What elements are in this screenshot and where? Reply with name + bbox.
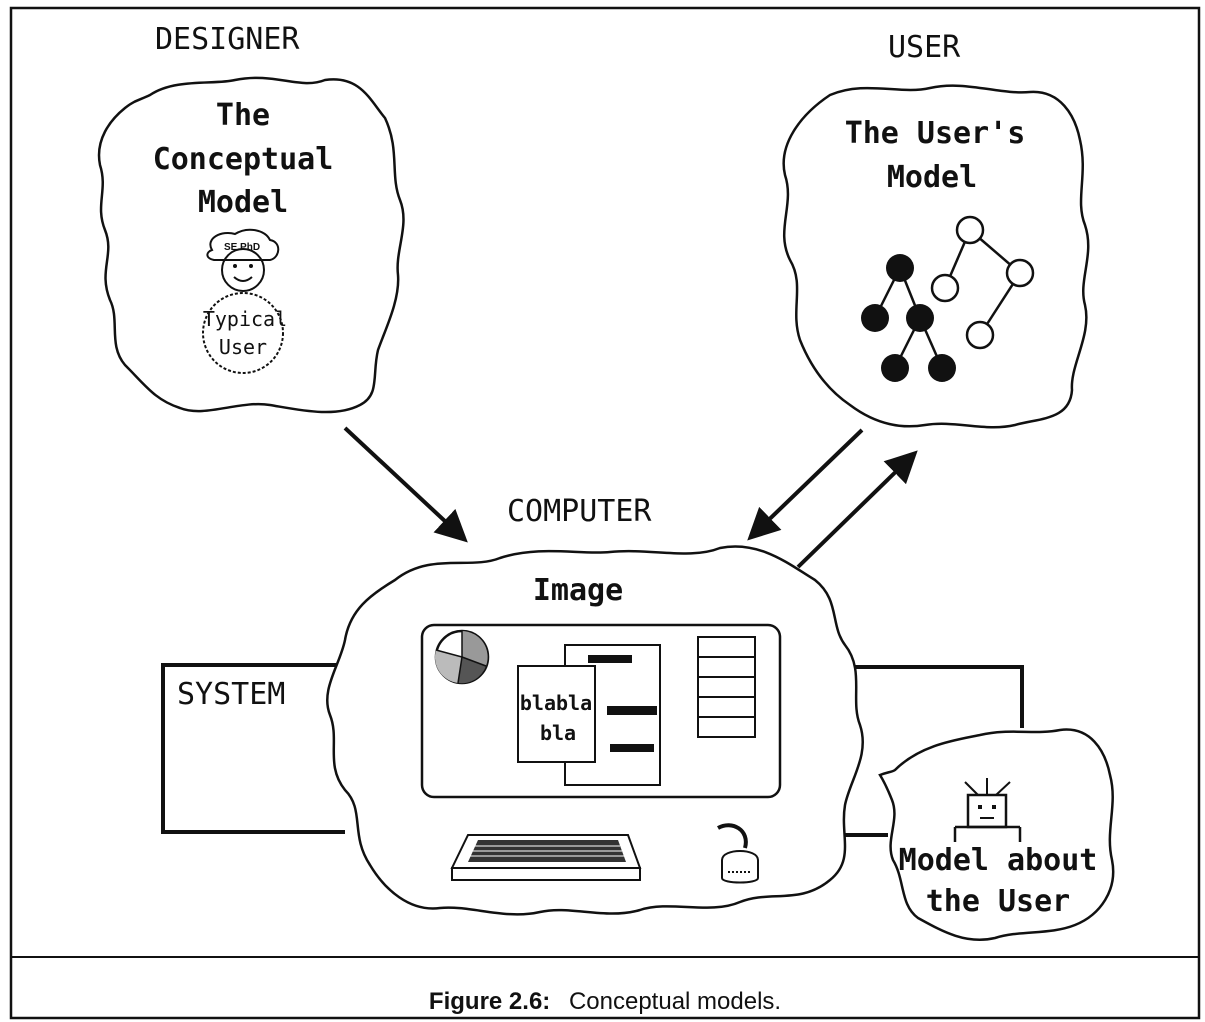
user-cloud: The User's Model xyxy=(782,84,1090,429)
designer-cloud: The Conceptual Model SE PhD Typical User xyxy=(97,76,405,414)
designer-cloud-outline xyxy=(97,76,405,414)
figure-smile xyxy=(233,276,253,282)
figure-eye-left xyxy=(233,264,237,268)
doc-line-2 xyxy=(607,706,657,715)
figure-body xyxy=(202,292,284,374)
outer-frame xyxy=(9,6,1201,1020)
doc-line-1 xyxy=(588,655,632,663)
user-label: USER xyxy=(888,30,961,65)
figure-head xyxy=(221,248,265,292)
system-label: SYSTEM xyxy=(177,677,285,712)
dark-node-right xyxy=(906,304,934,332)
keyboard-icon xyxy=(450,834,642,881)
dark-node-leaf-2 xyxy=(928,354,956,382)
system-box-right xyxy=(845,665,1024,728)
user-model-cloud-outline xyxy=(878,728,1115,942)
dark-node-leaf-1 xyxy=(881,354,909,382)
conceptual-title-line-3: Model xyxy=(198,185,288,220)
robot-icon xyxy=(953,778,1022,842)
arrow-designer-to-computer xyxy=(343,426,468,543)
user-cloud-outline xyxy=(782,84,1090,429)
user-model-cloud: Model about the User xyxy=(878,728,1115,942)
model-about-user-line-1: Model about xyxy=(899,843,1098,878)
arrow-user-to-computer xyxy=(747,428,864,541)
front-document xyxy=(517,665,596,763)
doc-text-line-1: blabla xyxy=(520,691,592,715)
computer-cloud: Image blabla bla xyxy=(325,545,865,916)
conceptual-title-line-1: The xyxy=(216,98,270,133)
dark-node-left xyxy=(861,304,889,332)
pie-chart-icon xyxy=(434,629,490,685)
mouse-icon xyxy=(717,823,759,884)
figure-caption: Figure 2.6: Conceptual models. xyxy=(429,988,781,1015)
light-node-left xyxy=(930,273,960,303)
typical-user-figure: SE PhD Typical User xyxy=(202,228,287,374)
doc-text-line-2: bla xyxy=(540,721,576,745)
arrow-computer-to-user xyxy=(796,450,918,569)
cap-text: SE PhD xyxy=(224,242,260,253)
light-node-leaf xyxy=(965,320,995,350)
dark-node-root xyxy=(886,254,914,282)
figure-eye-right xyxy=(249,264,253,268)
computer-label: COMPUTER xyxy=(507,494,652,529)
caption-text: Conceptual models. xyxy=(569,988,781,1015)
graduation-cap xyxy=(206,228,280,261)
conceptual-title-line-2: Conceptual xyxy=(153,142,334,177)
light-node-right xyxy=(1005,258,1035,288)
caption-label: Figure 2.6: xyxy=(429,988,550,1015)
doc-line-3 xyxy=(610,744,654,752)
system-box-left xyxy=(161,663,345,834)
users-model-line-1: The User's xyxy=(845,116,1026,151)
figure-body-line-2: User xyxy=(219,335,267,359)
list-panel xyxy=(697,636,756,738)
light-node-root xyxy=(955,215,985,245)
users-model-line-2: Model xyxy=(887,160,977,195)
image-title: Image xyxy=(533,573,623,608)
figure-body-line-1: Typical xyxy=(203,307,287,331)
designer-label: DESIGNER xyxy=(155,22,300,57)
model-about-user-line-2: the User xyxy=(926,884,1071,919)
